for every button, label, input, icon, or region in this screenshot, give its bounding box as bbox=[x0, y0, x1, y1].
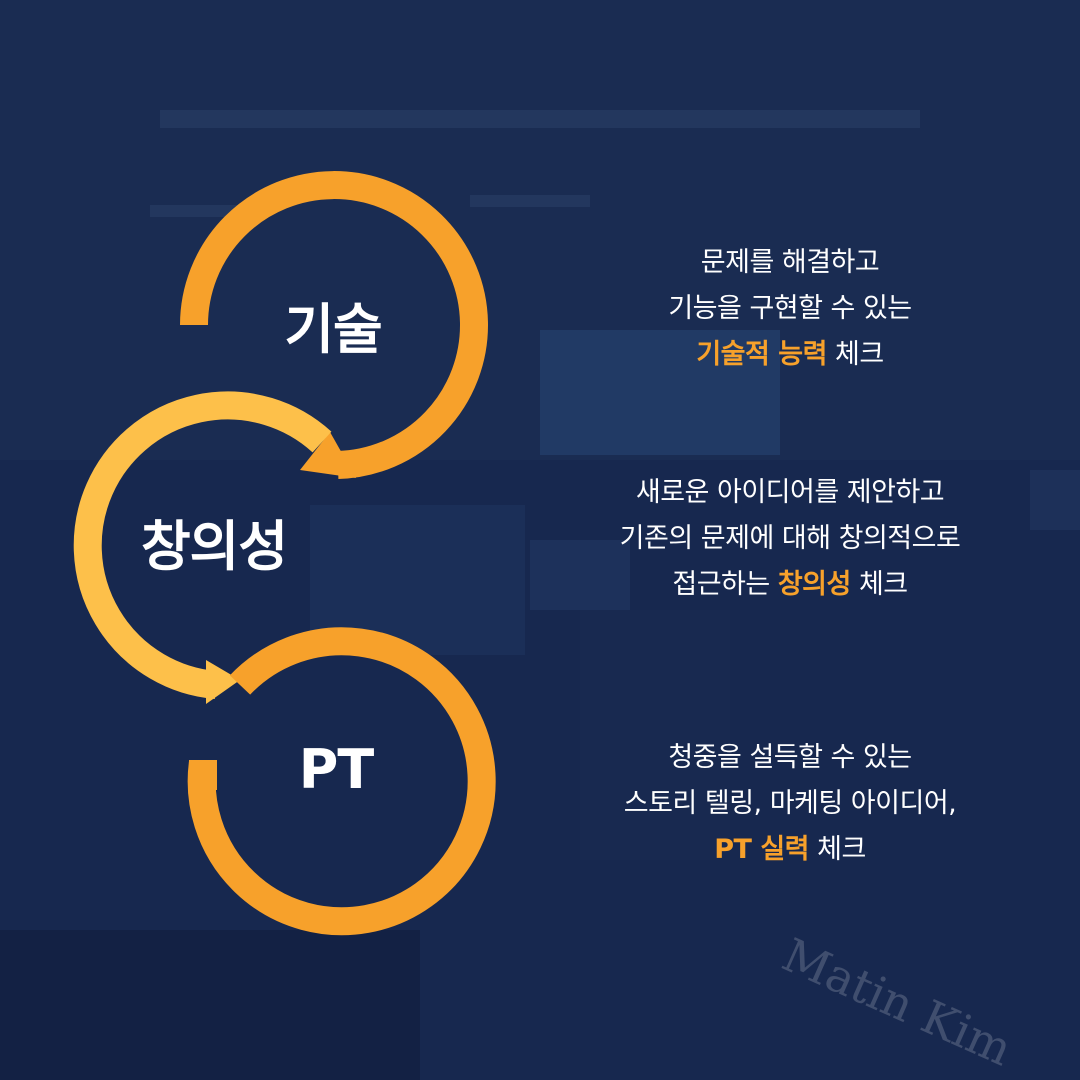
description-skill-suffix: 체크 bbox=[826, 339, 884, 370]
description-pt-suffix: 체크 bbox=[809, 834, 866, 865]
description-creativity-line-2: 기존의 문제에 대해 창의적으로 bbox=[619, 523, 961, 554]
description-creativity-line-1: 새로운 아이디어를 제안하고 bbox=[635, 477, 945, 508]
cycle-label-skill: 기술 bbox=[284, 298, 382, 361]
description-creativity-prefix: 접근하는 bbox=[672, 569, 778, 600]
description-pt-line-2: 스토리 텔링, 마케팅 아이디어, bbox=[623, 788, 957, 819]
description-skill-line-1: 문제를 해결하고 bbox=[700, 247, 880, 278]
ring-pt bbox=[187, 627, 496, 936]
description-skill-line-2: 기능을 구현할 수 있는 bbox=[668, 293, 912, 324]
description-pt: 청중을 설득할 수 있는 스토리 텔링, 마케팅 아이디어, PT 실력 체크 bbox=[560, 735, 1020, 873]
description-skill: 문제를 해결하고 기능을 구현할 수 있는 기술적 능력 체크 bbox=[560, 240, 1020, 378]
description-creativity-suffix: 체크 bbox=[850, 569, 908, 600]
description-pt-line-1: 청중을 설득할 수 있는 bbox=[668, 742, 912, 773]
cycle-label-pt: PT bbox=[298, 738, 374, 801]
ring-creativity bbox=[73, 391, 332, 704]
description-creativity-highlight: 창의성 bbox=[777, 569, 852, 600]
arrow-head-skill bbox=[300, 432, 356, 478]
cycle-label-creativity: 창의성 bbox=[140, 515, 288, 578]
description-creativity-line-3: 접근하는 창의성 체크 bbox=[560, 562, 1020, 608]
description-skill-line-3: 기술적 능력 체크 bbox=[560, 332, 1020, 378]
description-pt-highlight: PT 실력 bbox=[714, 834, 810, 865]
arrow-head-creativity bbox=[206, 660, 240, 704]
ring-skill bbox=[180, 171, 488, 479]
description-skill-highlight: 기술적 능력 bbox=[696, 339, 827, 370]
description-creativity: 새로운 아이디어를 제안하고 기존의 문제에 대해 창의적으로 접근하는 창의성… bbox=[560, 470, 1020, 608]
description-pt-line-3: PT 실력 체크 bbox=[560, 827, 1020, 873]
